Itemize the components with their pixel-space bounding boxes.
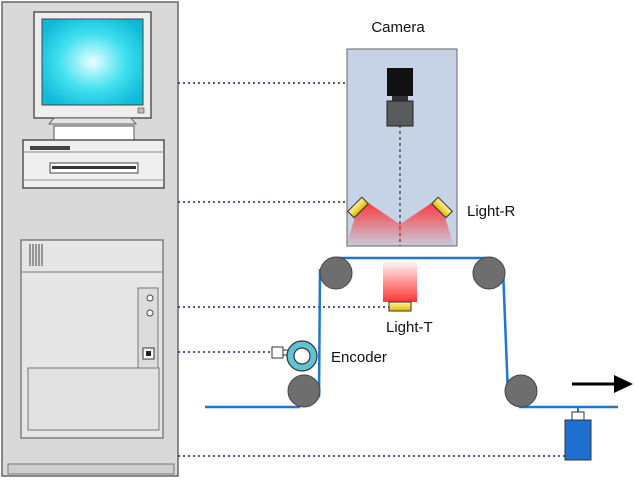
- roller: [287, 374, 321, 408]
- computer-unit: [20, 239, 164, 439]
- vent-grille: [29, 244, 43, 266]
- reflective-light-icon: [346, 196, 454, 246]
- cabinet-base: [7, 463, 175, 475]
- camera-label: Camera: [371, 19, 425, 36]
- light-t-label: Light-T: [386, 319, 433, 336]
- computer-cabinet: [1, 1, 179, 477]
- connection-lines: [178, 82, 565, 457]
- camera-icon: [386, 68, 414, 127]
- encoder-label: Encoder: [331, 349, 387, 366]
- light-r-label: Light-R: [467, 203, 516, 220]
- light-r-lamp-left: [347, 196, 369, 219]
- light-t-lamp: [388, 301, 412, 312]
- transmissive-light-icon: [383, 262, 417, 312]
- direction-arrow-icon: [572, 375, 633, 393]
- light-r-lamp-right: [431, 196, 453, 219]
- rotary-encoder-icon: [271, 340, 318, 372]
- roller: [472, 256, 506, 290]
- printer-icon: [22, 125, 165, 189]
- encoder-connector: [271, 346, 284, 359]
- trigger-sensor-icon: [564, 407, 592, 461]
- roller-group: [287, 256, 538, 408]
- roller: [319, 256, 353, 290]
- crt-monitor-icon: [33, 11, 152, 125]
- web-path: [205, 256, 618, 409]
- roller: [504, 374, 538, 408]
- light-t-beam: [383, 262, 417, 302]
- monitor-screen: [41, 18, 144, 106]
